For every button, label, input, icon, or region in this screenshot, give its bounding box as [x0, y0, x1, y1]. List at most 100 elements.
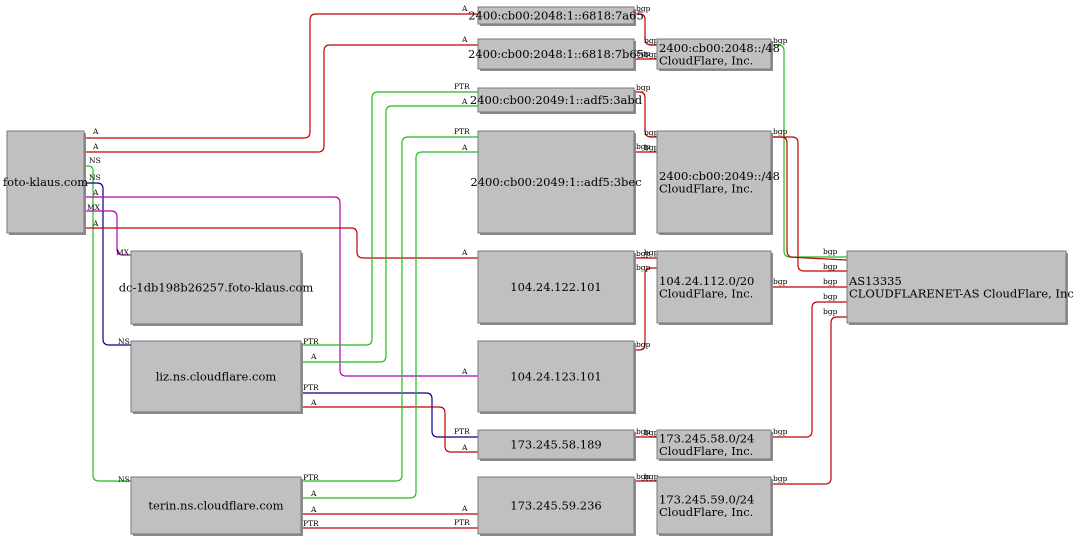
node-v6bec[interactable]: 2400:cb00:2049:1::adf5:3bec: [470, 130, 642, 235]
node-box: [130, 476, 302, 535]
edge-dom-mx: MX MX: [84, 203, 131, 257]
node-box: [477, 340, 635, 413]
edge-liz-a-abd: AA: [301, 97, 478, 363]
edge-head-label: NS: [118, 337, 130, 346]
node-box: [477, 250, 635, 324]
edge-head-label: PTR: [454, 518, 470, 527]
edge-tail-label: A: [92, 188, 99, 197]
node-label: 173.245.58.0/24: [659, 431, 754, 445]
edge-line: [634, 13, 657, 46]
edge-a65-pfx: bgp bgp: [634, 4, 659, 46]
node-label: terin.ns.cloudflare.com: [148, 499, 283, 513]
node-ip123[interactable]: 104.24.123.101: [477, 340, 636, 414]
edge-head-label: MX: [116, 248, 130, 257]
edge-pfx59-as: bgp bgp: [771, 307, 847, 485]
edge-tail-label: bgp: [773, 127, 788, 136]
nodes-layer: foto-klaus.com dc-1db198b26257.foto-klaus…: [3, 6, 1073, 536]
edge-head-label: bgp: [823, 277, 838, 286]
edge-tail-label: NS: [89, 173, 101, 182]
edge-line: [771, 44, 847, 258]
edge-tail-label: A: [310, 505, 317, 514]
edge-head-label: bgp: [644, 36, 659, 45]
edge-pfx58-as: bgp bgp: [771, 292, 847, 438]
edge-pfx2049-as-b: [771, 136, 848, 261]
node-label: CloudFlare, Inc.: [659, 53, 753, 67]
edge-pfx104-as: bgp bgp: [771, 277, 847, 288]
node-label: 104.24.122.101: [510, 280, 601, 294]
node-label: AS13335: [848, 274, 902, 288]
edge-dom-a-101: AA: [84, 219, 478, 259]
edge-tail-label: bgp: [636, 340, 651, 349]
node-label: CLOUDFLARENET-AS CloudFlare, Inc.: [849, 286, 1073, 300]
edge-head-label: A: [461, 248, 468, 257]
edge-head-label: bgp: [823, 262, 838, 271]
node-label: CloudFlare, Inc.: [659, 181, 753, 195]
node-terin[interactable]: terin.ns.cloudflare.com: [130, 476, 303, 536]
node-label: 173.245.59.0/24: [659, 492, 754, 506]
edge-head-label: A: [461, 143, 468, 152]
node-ip189[interactable]: 173.245.58.189: [477, 429, 636, 461]
node-label: 2400:cb00:2049:1::adf5:3abd: [470, 93, 643, 107]
edge-line: [771, 301, 847, 438]
edge-tail-label: A: [310, 352, 317, 361]
node-box: [130, 250, 302, 325]
node-box: [130, 340, 302, 413]
edge-tail-label: PTR: [303, 473, 319, 482]
node-box: [477, 87, 635, 113]
node-box: [656, 38, 772, 70]
edge-head-label: bgp: [823, 307, 838, 316]
node-label: CloudFlare, Inc.: [659, 286, 753, 300]
edge-tail-label: A: [92, 219, 99, 228]
node-ip236[interactable]: 173.245.59.236: [477, 476, 636, 536]
node-ip101[interactable]: 104.24.122.101: [477, 250, 636, 325]
node-mx[interactable]: dc-1db198b26257.foto-klaus.com: [119, 250, 314, 326]
edge-dom-a65: AA: [84, 4, 478, 139]
edge-tail-label: bgp: [773, 277, 788, 286]
edge-head-label: bgp: [823, 247, 838, 256]
edge-tail-label: MX: [87, 203, 101, 212]
edge-tail-label: bgp: [636, 83, 651, 92]
node-label: 2400:cb00:2048::/48: [659, 41, 780, 55]
edge-tail-label: A: [310, 398, 317, 407]
node-box: [656, 476, 772, 535]
edge-line: [634, 91, 657, 138]
edge-dom-b65: AA: [84, 35, 478, 153]
edge-tail-label: A: [92, 142, 99, 151]
edge-tail-label: bgp: [636, 4, 651, 13]
edge-terin-ptr-bec: PTR PTR: [301, 127, 478, 482]
edge-tail-label: bgp: [636, 472, 651, 481]
node-label: dc-1db198b26257.foto-klaus.com: [119, 281, 314, 295]
node-box: [846, 250, 1067, 324]
node-label: liz.ns.cloudflare.com: [156, 370, 277, 384]
edge-head-label: bgp: [644, 50, 659, 59]
node-v6b65[interactable]: 2400:cb00:2048:1::6818:7b65: [468, 38, 644, 71]
edge-head-label: A: [461, 35, 468, 44]
edge-line: [84, 182, 131, 346]
node-liz[interactable]: liz.ns.cloudflare.com: [130, 340, 303, 414]
node-label: 2400:cb00:2049:1::adf5:3bec: [470, 175, 641, 189]
edge-tail-label: bgp: [773, 427, 788, 436]
node-v6abd[interactable]: 2400:cb00:2049:1::adf5:3abd: [470, 87, 643, 114]
node-label: foto-klaus.com: [3, 175, 88, 189]
node-label: 104.24.123.101: [510, 370, 601, 384]
edge-line: [301, 136, 478, 482]
edge-head-label: A: [461, 4, 468, 13]
edge-head-label: PTR: [454, 127, 470, 136]
node-box: [477, 6, 635, 25]
node-v6a65[interactable]: 2400:cb00:2048:1::6818:7a65: [468, 6, 644, 26]
node-domain[interactable]: foto-klaus.com: [3, 130, 88, 235]
node-box: [6, 130, 85, 234]
edge-head-label: NS: [118, 475, 130, 484]
